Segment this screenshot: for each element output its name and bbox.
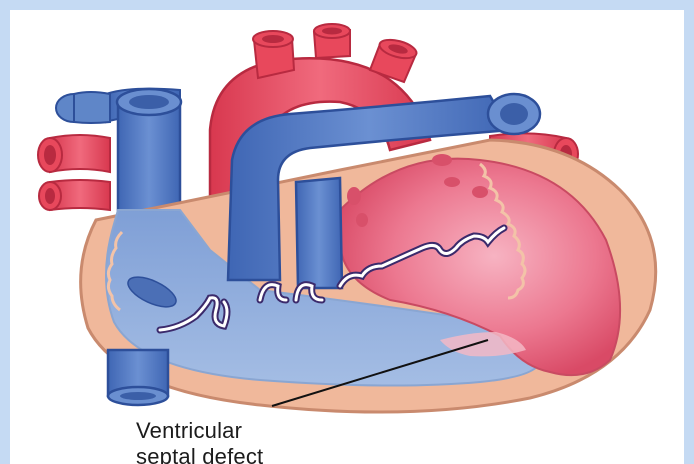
- diagram-panel: Ventricular septal defect: [10, 10, 684, 464]
- vsd-label-line1: Ventricular: [136, 418, 263, 444]
- left-pulmonary-veins: [38, 135, 110, 210]
- heart-illustration: [10, 10, 684, 464]
- vsd-label-line2: septal defect: [136, 444, 263, 464]
- vsd-label: Ventricular septal defect: [136, 418, 263, 464]
- inferior-vena-cava: [108, 350, 168, 405]
